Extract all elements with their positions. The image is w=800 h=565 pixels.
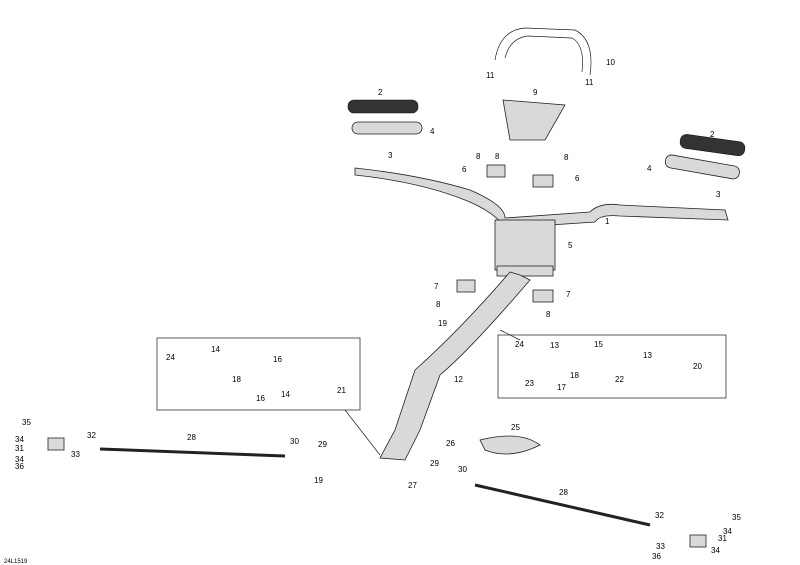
callout: 31 [718,534,727,543]
detail-leader-right [499,329,521,341]
callout: 20 [693,362,702,371]
callout: 8 [564,153,569,162]
callout: 34 [711,546,720,555]
callout: 9 [533,88,538,97]
callout: 12 [454,375,463,384]
callout: 16 [256,394,265,403]
callout: 13 [643,351,652,360]
callout: 8 [436,300,441,309]
callout: 34 [15,435,24,444]
callout: 19 [314,476,323,485]
grip-sleeve-right [664,154,740,180]
callout: 6 [575,174,580,183]
callout: 35 [22,418,31,427]
callout: 2 [710,130,715,139]
callout: 4 [647,164,652,173]
handlebar [354,167,729,229]
clamp-left [486,164,506,178]
riser-base [496,265,554,277]
clamp-right [532,174,554,188]
grip-sleeve-left [351,121,423,135]
callout: 36 [15,462,24,471]
callout: 33 [656,542,665,551]
callout: 29 [318,440,327,449]
callout: 26 [446,439,455,448]
grip-left [347,99,419,114]
ball-joint-left [47,437,65,451]
callout: 11 [486,71,495,80]
callout: 16 [273,355,282,364]
callout: 24 [166,353,175,362]
steering-column [379,271,531,461]
callout: 25 [511,423,520,432]
callout: 18 [232,375,241,384]
callout: 33 [71,450,80,459]
callout: 30 [290,437,299,446]
callout: 23 [525,379,534,388]
callout: 6 [462,165,467,174]
ball-joint-right [689,534,707,548]
callout: 14 [211,345,220,354]
lower-clamp-right [532,289,554,303]
riser-block [494,219,556,271]
callout: 30 [458,465,467,474]
callout: 35 [732,513,741,522]
callout: 17 [557,383,566,392]
callout: 1 [605,217,610,226]
callout: 4 [430,127,435,136]
support-plate [479,435,541,455]
tie-rod-left [99,447,286,458]
callout: 32 [87,431,96,440]
callout: 22 [615,375,624,384]
detail-leader-left [344,409,381,456]
callout: 29 [430,459,439,468]
callout: 28 [559,488,568,497]
callout: 19 [438,319,447,328]
callout: 3 [716,190,721,199]
detail-box-left [156,337,361,411]
callout: 7 [566,290,571,299]
callout: 5 [568,241,573,250]
callout: 3 [388,151,393,160]
detail-box-right [497,334,727,399]
callout: 13 [550,341,559,350]
tie-rod-right [474,483,651,527]
callout: 24 [515,340,524,349]
callout: 31 [15,444,24,453]
lower-clamp-left [456,279,476,293]
grip-right [679,134,746,157]
callout: 11 [585,78,594,87]
callout: 32 [655,511,664,520]
callout: 2 [378,88,383,97]
callout: 8 [546,310,551,319]
callout: 28 [187,433,196,442]
callout: 10 [606,58,615,67]
callout-labels: 1 2 2 3 3 4 4 5 6 6 7 7 8 8 8 8 8 9 10 1… [4,58,741,565]
callout: 34 [15,455,24,464]
callout: 21 [337,386,346,395]
callout: 8 [495,152,500,161]
callout: 27 [408,481,417,490]
callout: 18 [570,371,579,380]
diagram-code: 24L1519 [4,559,28,565]
callout: 8 [476,152,481,161]
callout: 15 [594,340,603,349]
callout: 7 [434,282,439,291]
callout: 36 [652,552,661,561]
handlebar-cover [502,99,566,141]
grab-handle [494,27,592,76]
callout: 34 [723,527,732,536]
callout: 14 [281,390,290,399]
